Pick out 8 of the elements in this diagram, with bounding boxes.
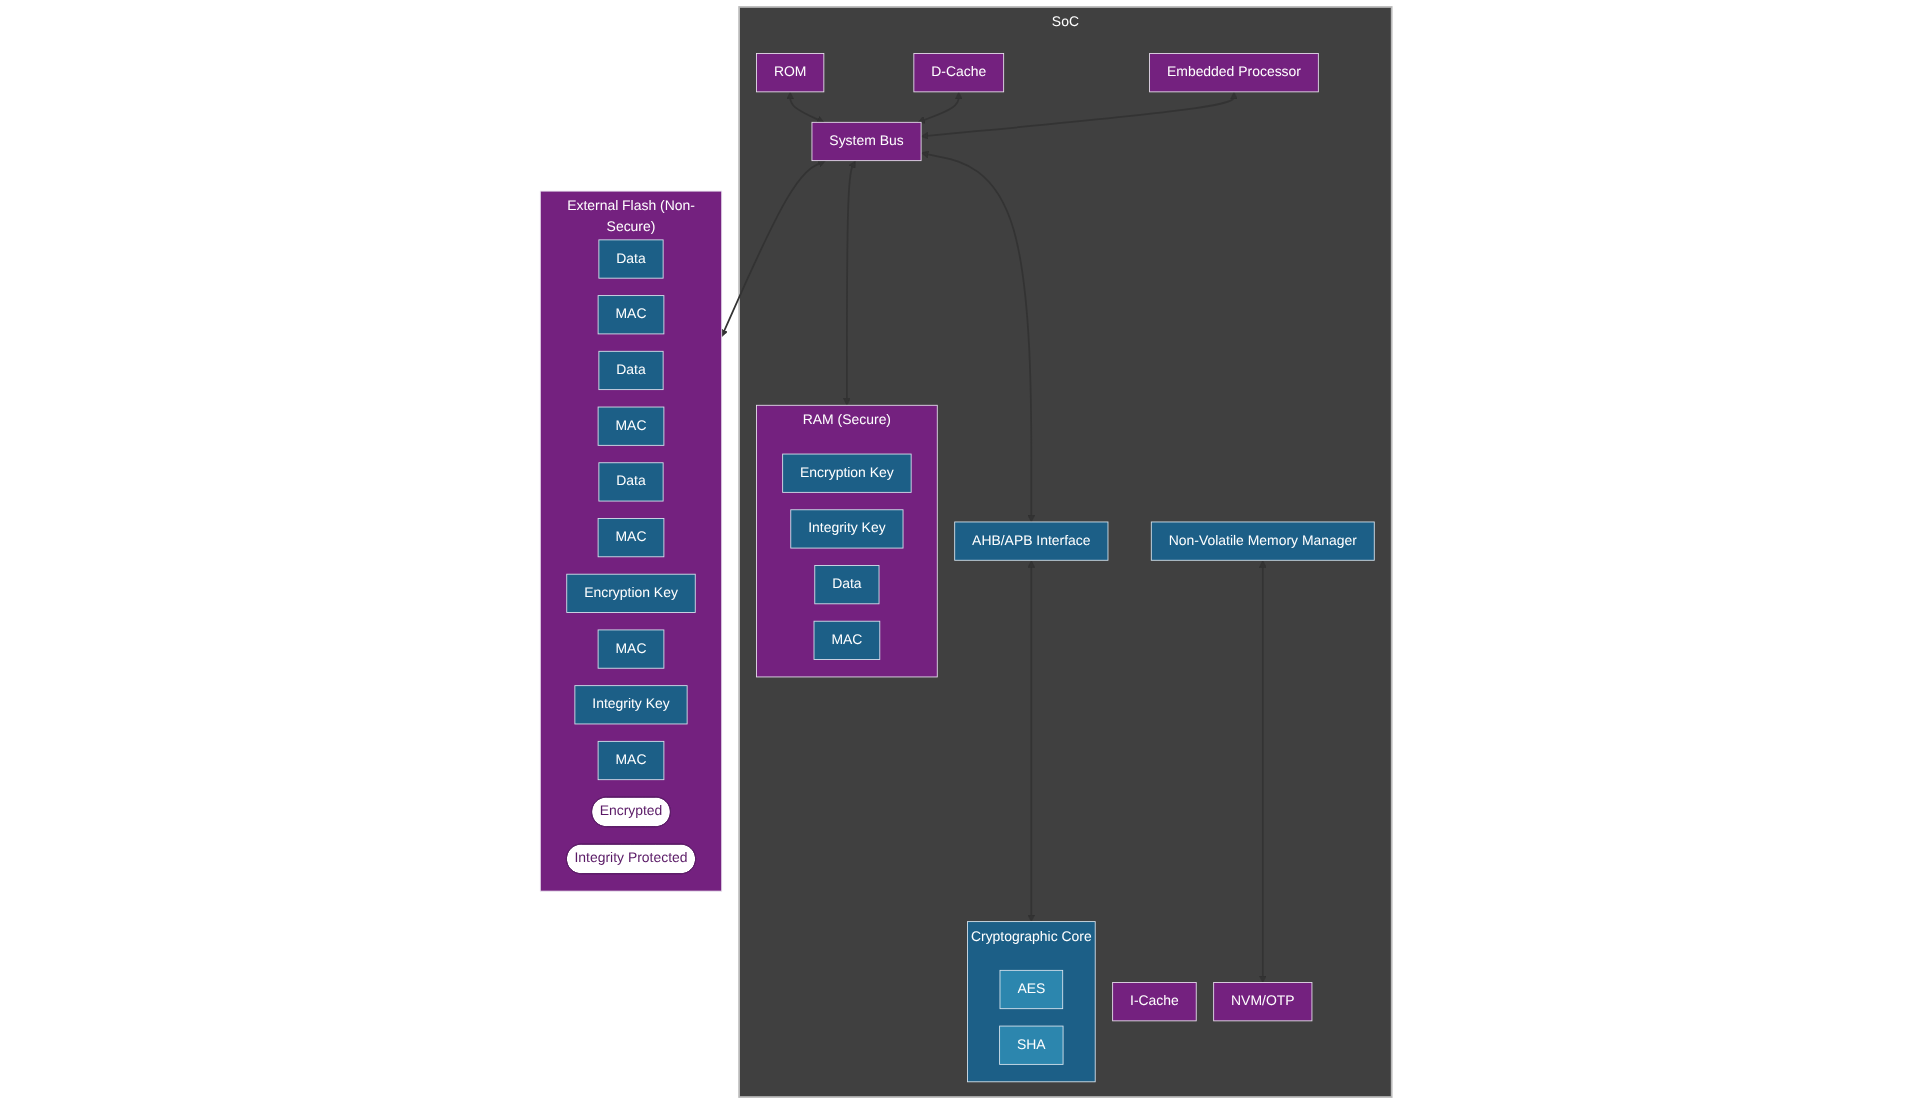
- arrow: [921, 150, 1036, 523]
- arrow: [1027, 560, 1036, 922]
- arrow: [843, 160, 856, 406]
- arrow: [721, 160, 826, 337]
- arrow: [920, 91, 1238, 140]
- arrow: [786, 91, 825, 123]
- arrow: [917, 91, 963, 124]
- arrow: [1258, 560, 1267, 983]
